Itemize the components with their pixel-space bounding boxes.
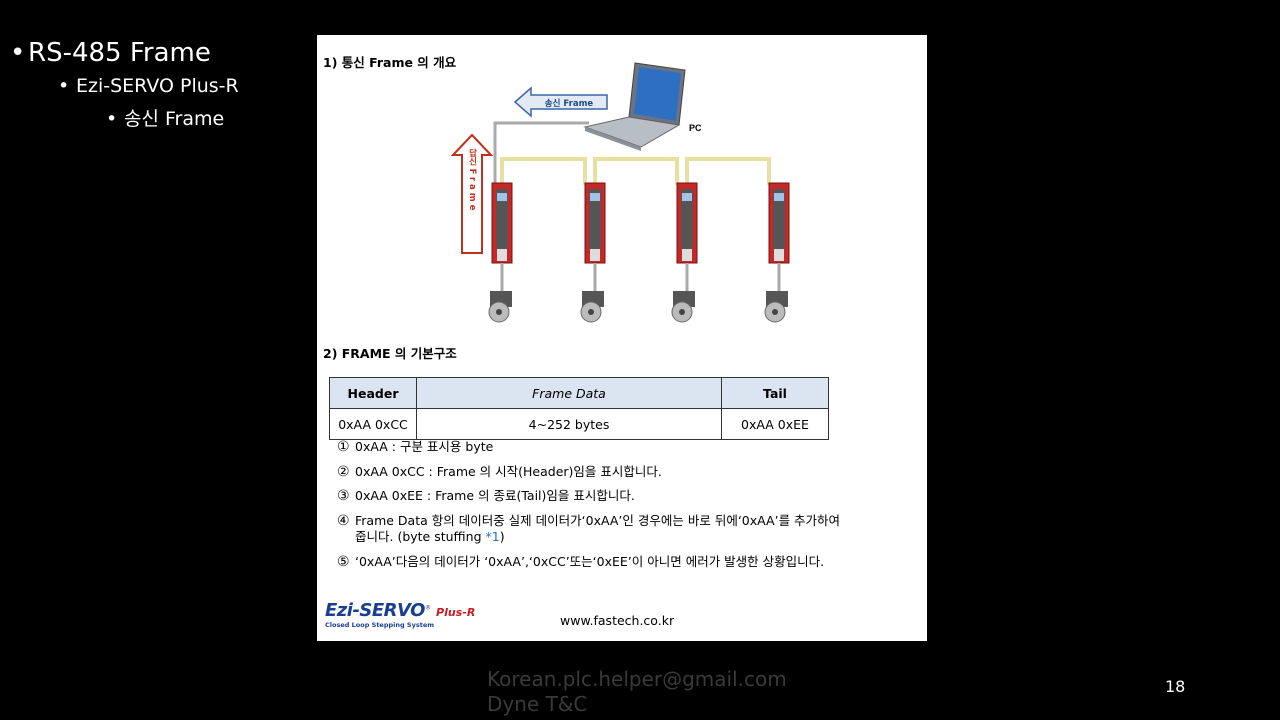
table-cell: 4~252 bytes — [416, 408, 722, 440]
note-cont-text: 줍니다. (byte stuffing — [355, 529, 486, 544]
note-text: Frame Data 항의 데이터중 실제 데이터가‘0xAA’인 경우에는 바… — [355, 513, 841, 528]
note-number: ① — [337, 439, 350, 455]
note-number: ② — [337, 464, 350, 480]
note-item: ② 0xAA 0xCC : Frame 의 시작(Header)임을 표시합니다. — [337, 464, 662, 480]
bullet-level3: •송신 Frame — [106, 108, 225, 130]
bullet-level3-text: 송신 Frame — [124, 108, 225, 130]
logo-subtitle: Closed Loop Stepping System — [325, 621, 434, 629]
note-text: ‘0xAA’다음의 데이터가 ‘0xAA’,‘0xCC’또는‘0xEE’이 아니… — [355, 554, 825, 569]
reply-frame-label-bottom: Frame — [467, 169, 477, 214]
note-item: ④ Frame Data 항의 데이터중 실제 데이터가‘0xAA’인 경우에는 … — [337, 513, 840, 545]
table-row: 0xAA 0xCC 4~252 bytes 0xAA 0xEE — [329, 408, 829, 440]
pc-laptop-icon — [583, 62, 686, 151]
section1-title: 1) 통신 Frame 의 개요 — [323, 55, 457, 70]
footnote-link[interactable]: *1 — [485, 529, 500, 544]
logo-main-text: Ezi-SERVO — [325, 600, 425, 621]
table-header-cell: Frame Data — [416, 377, 722, 409]
reply-frame-label-top: 답신 — [467, 148, 477, 167]
ezi-servo-logo: Ezi-SERVO® Plus-R Closed Loop Stepping S… — [325, 600, 475, 629]
note-item: ⑤ ‘0xAA’다음의 데이터가 ‘0xAA’,‘0xCC’또는‘0xEE’이 아… — [337, 554, 824, 570]
servo-motor-1-icon — [488, 291, 512, 323]
send-frame-label: 송신 Frame — [545, 98, 594, 109]
servo-drive-4-icon — [768, 182, 790, 264]
chain-cable-1 — [500, 157, 587, 185]
chain-cable-3 — [685, 157, 771, 185]
website-url: www.fastech.co.kr — [560, 613, 675, 628]
note-text: 0xAA : 구분 표시용 byte — [355, 439, 494, 454]
note-cont-end: ) — [499, 529, 505, 544]
bullet-level2: •Ezi-SERVO Plus-R — [58, 75, 239, 97]
servo-motor-4-icon — [764, 291, 788, 323]
pc-cable — [493, 121, 589, 185]
note-number: ④ — [337, 513, 350, 529]
pc-label: PC — [689, 123, 702, 133]
chain-cable-2 — [593, 157, 679, 185]
note-continuation: 줍니다. (byte stuffing *1) — [337, 529, 840, 545]
bullet-level1: •RS-485 Frame — [10, 38, 211, 68]
bullet-level2-text: Ezi-SERVO Plus-R — [76, 75, 239, 97]
note-text: 0xAA 0xCC : Frame 의 시작(Header)임을 표시합니다. — [355, 464, 662, 479]
bullet-level1-text: RS-485 Frame — [28, 38, 211, 68]
table-header-row: Header Frame Data Tail — [329, 377, 829, 409]
table-header-cell: Tail — [721, 377, 829, 409]
network-diagram: PC 송신 Frame 답신 Frame — [450, 62, 790, 323]
footer-company: Dyne T&C — [487, 692, 588, 716]
section2-title: 2) FRAME 의 기본구조 — [323, 346, 457, 361]
servo-drive-3-icon — [676, 182, 698, 264]
logo-plus-text: Plus-R — [436, 606, 476, 619]
footer-contact: Korean.plc.helper@gmail.com Dyne T&C — [487, 667, 787, 717]
frame-structure-table: Header Frame Data Tail 0xAA 0xCC 4~252 b… — [329, 377, 829, 440]
table-cell: 0xAA 0xEE — [721, 408, 829, 440]
send-frame-arrow-icon — [513, 86, 608, 118]
servo-drive-1-icon — [491, 182, 513, 264]
embedded-document-image: 1) 통신 Frame 의 개요 PC 송신 Frame 답신 Frame — [317, 35, 927, 641]
table-header-cell: Header — [329, 377, 417, 409]
reply-frame-arrow-icon — [450, 133, 494, 254]
footer-email: Korean.plc.helper@gmail.com — [487, 667, 787, 691]
servo-motor-3-icon — [671, 291, 695, 323]
note-item: ① 0xAA : 구분 표시용 byte — [337, 439, 493, 455]
page-number: 18 — [1165, 677, 1186, 696]
table-cell: 0xAA 0xCC — [329, 408, 417, 440]
servo-motor-2-icon — [580, 291, 604, 323]
servo-drive-2-icon — [584, 182, 606, 264]
note-number: ⑤ — [337, 554, 350, 570]
note-item: ③ 0xAA 0xEE : Frame 의 종료(Tail)임을 표시합니다. — [337, 488, 635, 504]
note-number: ③ — [337, 488, 350, 504]
note-text: 0xAA 0xEE : Frame 의 종료(Tail)임을 표시합니다. — [355, 488, 635, 503]
logo-registered-mark: ® — [424, 604, 431, 612]
